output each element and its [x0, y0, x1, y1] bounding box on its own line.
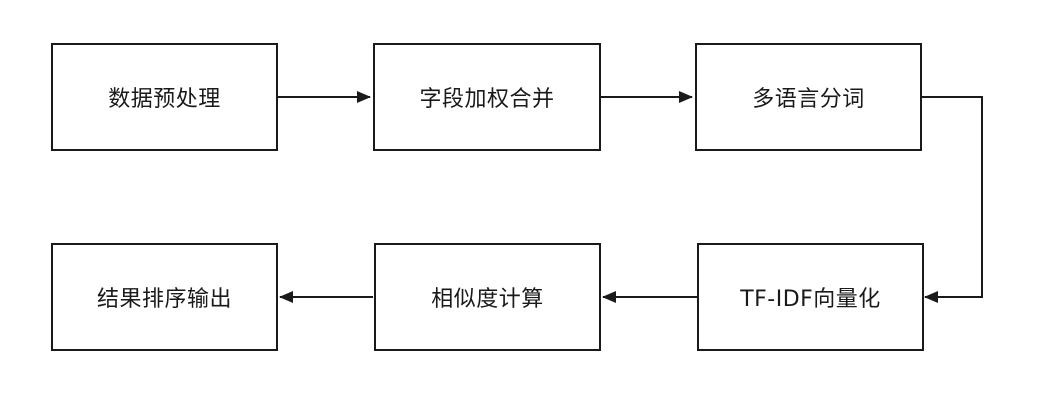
node-multilingual-tokenization: 多语言分词 [695, 43, 922, 151]
node-data-preprocessing: 数据预处理 [51, 43, 278, 151]
node-field-weighted-merge: 字段加权合并 [373, 43, 601, 151]
node-result-ranking-output: 结果排序输出 [51, 243, 278, 351]
node-label: 结果排序输出 [96, 287, 232, 312]
node-label: TF-IDF向量化 [740, 287, 881, 312]
node-label: 多语言分词 [752, 87, 865, 112]
node-label: 相似度计算 [431, 287, 544, 312]
node-label: 字段加权合并 [419, 87, 555, 112]
edge-tokenize-to-tfidf [922, 96, 983, 303]
node-similarity-computation: 相似度计算 [374, 243, 601, 351]
node-label: 数据预处理 [108, 87, 221, 112]
node-tfidf-vectorization: TF-IDF向量化 [697, 243, 924, 351]
